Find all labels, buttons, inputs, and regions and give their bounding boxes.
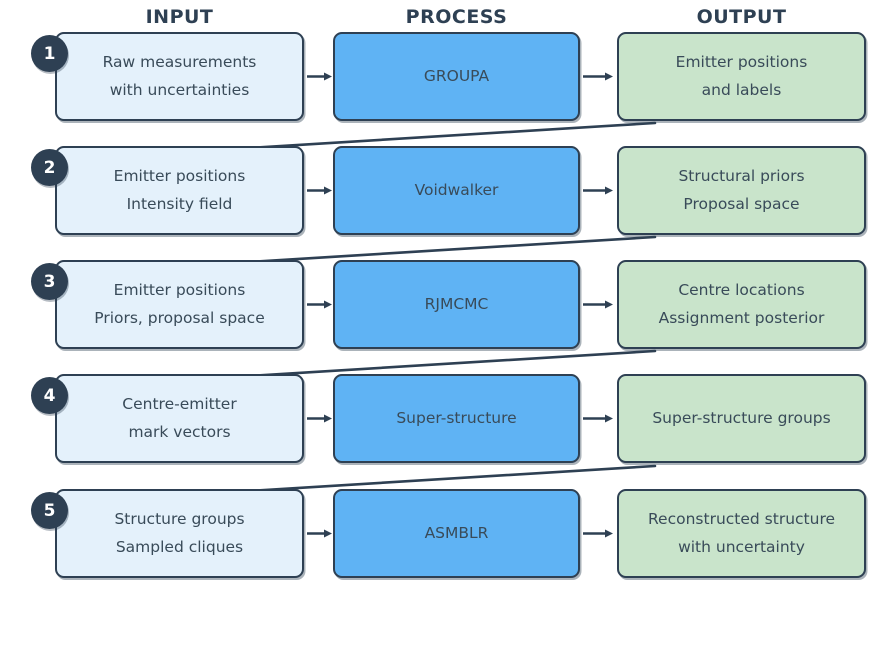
step-badge-5: 5: [31, 492, 68, 529]
step-badge-3: 3: [31, 263, 68, 300]
arrow-right-icon: [307, 186, 613, 195]
arrow-right-icon: [307, 300, 613, 309]
output-box-2: Structural priors Proposal space: [617, 146, 866, 235]
process-box-4: Super-structure: [333, 374, 580, 463]
flow-connector: [230, 235, 657, 265]
output-box-5: Reconstructed structure with uncertainty: [617, 489, 866, 578]
process-box-2: Voidwalker: [333, 146, 580, 235]
output-box-4: Super-structure groups: [617, 374, 866, 463]
process-box-5: ASMBLR: [333, 489, 580, 578]
arrow-right-icon: [307, 529, 613, 538]
column-header-input: INPUT: [145, 6, 214, 28]
column-header-process: PROCESS: [405, 6, 508, 28]
step-badge-2: 2: [31, 149, 68, 186]
output-box-1: Emitter positions and labels: [617, 32, 866, 121]
input-box-3: Emitter positions Priors, proposal space: [55, 260, 304, 349]
step-badge-4: 4: [31, 377, 68, 414]
flow-connector: [230, 464, 657, 494]
input-box-5: Structure groups Sampled cliques: [55, 489, 304, 578]
flow-connector: [230, 121, 657, 151]
arrow-right-icon: [307, 414, 613, 423]
flow-connector: [230, 349, 657, 379]
input-box-4: Centre-emitter mark vectors: [55, 374, 304, 463]
input-box-2: Emitter positions Intensity field: [55, 146, 304, 235]
process-box-3: RJMCMC: [333, 260, 580, 349]
process-box-1: GROUPA: [333, 32, 580, 121]
input-box-1: Raw measurements with uncertainties: [55, 32, 304, 121]
arrow-right-icon: [307, 72, 613, 81]
column-header-output: OUTPUT: [696, 6, 787, 28]
step-badge-1: 1: [31, 35, 68, 72]
output-box-3: Centre locations Assignment posterior: [617, 260, 866, 349]
